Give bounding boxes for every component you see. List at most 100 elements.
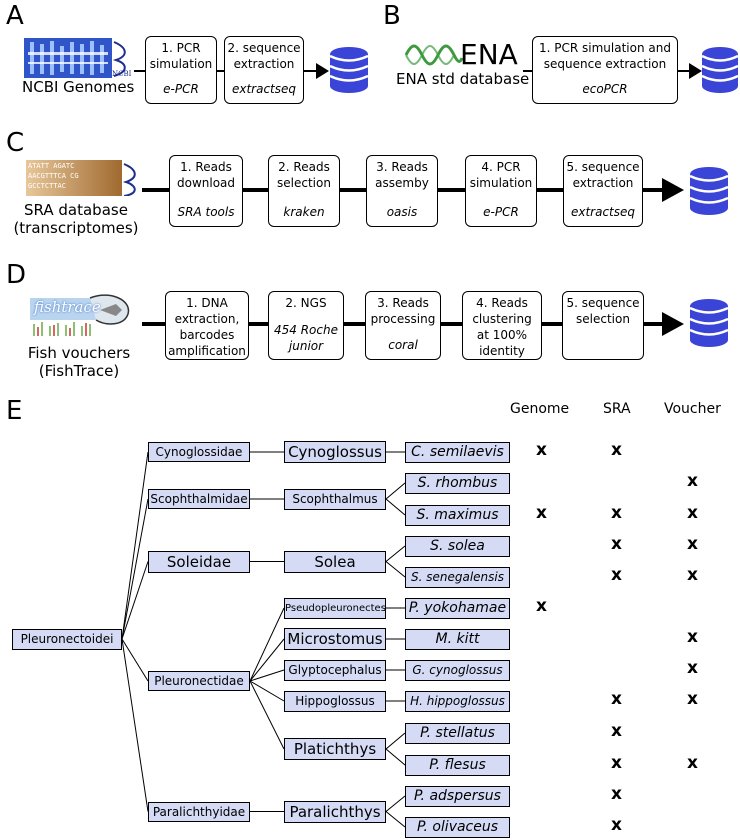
panel-letter-d: D bbox=[6, 260, 27, 290]
tree-node-root: Pleuronectoidei bbox=[12, 628, 122, 650]
step-title: 2. sequence extraction bbox=[227, 41, 301, 71]
tree-node-family: Paralichthyidae bbox=[148, 801, 250, 822]
arrow-head bbox=[662, 178, 684, 202]
arrow-shaft bbox=[678, 70, 692, 72]
database-icon bbox=[689, 298, 732, 352]
tree-node-species: H. hippoglossus bbox=[405, 690, 510, 712]
step-box-d3: 3. Reads processing coral bbox=[365, 291, 441, 360]
tree-edge-root-family bbox=[121, 638, 149, 812]
presence-mark-voucher: x bbox=[687, 658, 698, 678]
panel-letter-b: B bbox=[383, 1, 401, 31]
step-title: 5. sequence extraction bbox=[566, 160, 640, 190]
tree-edge-root-family bbox=[121, 498, 149, 640]
step-title: 4. Reads clustering at 100% identity bbox=[472, 296, 532, 358]
sra-thumbnail-icon: ATATT AGATC AACGTTTCA CG GCCTCTTAC bbox=[26, 160, 144, 196]
presence-mark-voucher: x bbox=[687, 534, 698, 554]
source-label-sra: SRA database (transcriptomes) bbox=[13, 201, 139, 237]
tree-node-genus: Cynoglossus bbox=[284, 441, 386, 463]
step-title: 5. sequence selection bbox=[566, 296, 640, 326]
tree-node-family: Soleidae bbox=[148, 550, 250, 573]
step-tool: extractseq bbox=[570, 205, 636, 219]
step-title: 1. Reads download bbox=[176, 160, 236, 190]
presence-mark-sra: x bbox=[611, 815, 622, 835]
tree-edge-root-family bbox=[121, 451, 149, 640]
source-label-ncbi-genomes: NCBI Genomes bbox=[22, 78, 135, 96]
step-box-a1: 1. PCR simulation e-PCR bbox=[145, 36, 217, 104]
step-box-c2: 2. Reads selection kraken bbox=[268, 155, 340, 227]
tree-edge-root-family bbox=[121, 561, 149, 640]
tree-edge-genus-species bbox=[385, 482, 406, 500]
tree-edge-family-genus bbox=[249, 638, 285, 682]
connector bbox=[217, 70, 225, 72]
step-title: 1. PCR simulation bbox=[149, 41, 213, 71]
tree-edge-family-genus bbox=[249, 669, 285, 682]
tree-node-family: Scophthalmidae bbox=[148, 489, 250, 509]
step-box-c4: 4. PCR simulation e-PCR bbox=[465, 155, 537, 227]
step-tool: oasis bbox=[386, 205, 418, 219]
tree-node-species: S. solea bbox=[405, 535, 510, 557]
step-title: 2. Reads selection bbox=[277, 160, 331, 190]
tree-edge-genus-species bbox=[385, 561, 406, 578]
tree-node-genus: Hippoglossus bbox=[284, 690, 386, 712]
step-box-d2: 2. NGS 454 Roche junior bbox=[268, 291, 344, 360]
step-title: 3. Reads assemby bbox=[375, 160, 429, 190]
step-tool: ecoPCR bbox=[582, 82, 628, 96]
step-tool: e-PCR bbox=[163, 82, 199, 96]
tree-edge-genus-species bbox=[385, 732, 406, 750]
step-title: 1. DNA extraction, barcodes amplificatio… bbox=[168, 296, 246, 358]
tree-edge-family-genus bbox=[249, 680, 285, 702]
tree-node-species: P. olivaceus bbox=[405, 816, 510, 838]
step-tool: coral bbox=[388, 338, 418, 352]
step-box-c5: 5. sequence extraction extractseq bbox=[563, 155, 643, 227]
step-tool: e-PCR bbox=[483, 205, 519, 219]
step-title: 2. NGS bbox=[285, 296, 327, 310]
tree-edge-genus-species bbox=[385, 811, 406, 828]
tree-node-species: S. maximus bbox=[405, 504, 510, 526]
presence-mark-voucher: x bbox=[687, 565, 698, 585]
tree-node-genus: Pseudopleuronectes bbox=[284, 597, 386, 619]
tree-edge-family-genus bbox=[249, 607, 285, 682]
tree-node-genus: Glyptocephalus bbox=[284, 659, 386, 681]
svg-text:NCBI: NCBI bbox=[112, 70, 132, 78]
panel-letter-e: E bbox=[6, 396, 23, 426]
panel-letter-a: A bbox=[6, 1, 24, 31]
arrow-shaft bbox=[304, 70, 318, 72]
tree-node-species: S. rhombus bbox=[405, 472, 510, 494]
column-header-genome: Genome bbox=[510, 401, 570, 417]
step-title: 3. Reads processing bbox=[370, 296, 436, 326]
arrow-head bbox=[316, 63, 329, 79]
tree-node-species: P. yokohamae bbox=[405, 597, 510, 619]
arrow-head bbox=[689, 63, 702, 79]
ena-logo-text: ENA bbox=[460, 38, 518, 71]
tree-node-genus: Paralichthys bbox=[284, 800, 386, 823]
tree-edge-genus-species bbox=[385, 795, 406, 812]
tree-node-genus: Scophthalmus bbox=[284, 488, 386, 510]
presence-mark-sra: x bbox=[611, 689, 622, 709]
step-tool: 454 Roche junior bbox=[274, 323, 338, 353]
fishtrace-logo-text: fishtrace bbox=[34, 298, 101, 316]
database-icon bbox=[701, 46, 740, 98]
step-box-d4: 4. Reads clustering at 100% identity bbox=[462, 291, 542, 360]
sra-thumbnail-text: ATATT AGATC AACGTTTCA CG GCCTCTTAC bbox=[28, 162, 79, 190]
tree-node-genus: Microstomus bbox=[284, 628, 386, 650]
tree-node-genus: Platichthys bbox=[284, 738, 386, 760]
tree-node-species: S. senegalensis bbox=[405, 566, 510, 588]
step-tool: extractseq bbox=[231, 82, 297, 96]
tree-node-species: P. stellatus bbox=[405, 722, 510, 744]
step-tool: SRA tools bbox=[177, 205, 235, 219]
source-label-ena: ENA std database bbox=[396, 70, 530, 88]
step-title: 4. PCR simulation bbox=[469, 160, 533, 190]
step-box-b1: 1. PCR simulation and sequence extractio… bbox=[532, 36, 678, 104]
connector bbox=[523, 70, 533, 72]
fishtrace-logo-icon: fishtrace bbox=[30, 292, 134, 336]
tree-edge-family-genus bbox=[249, 680, 285, 750]
step-box-d1: 1. DNA extraction, barcodes amplificatio… bbox=[165, 291, 249, 360]
database-icon bbox=[329, 46, 370, 98]
tree-edge-genus-species bbox=[385, 748, 406, 766]
presence-mark-voucher: x bbox=[687, 753, 698, 773]
column-header-voucher: Voucher bbox=[664, 401, 721, 417]
step-tool: kraken bbox=[283, 205, 325, 219]
panel-letter-c: C bbox=[6, 128, 25, 158]
presence-mark-sra: x bbox=[611, 534, 622, 554]
